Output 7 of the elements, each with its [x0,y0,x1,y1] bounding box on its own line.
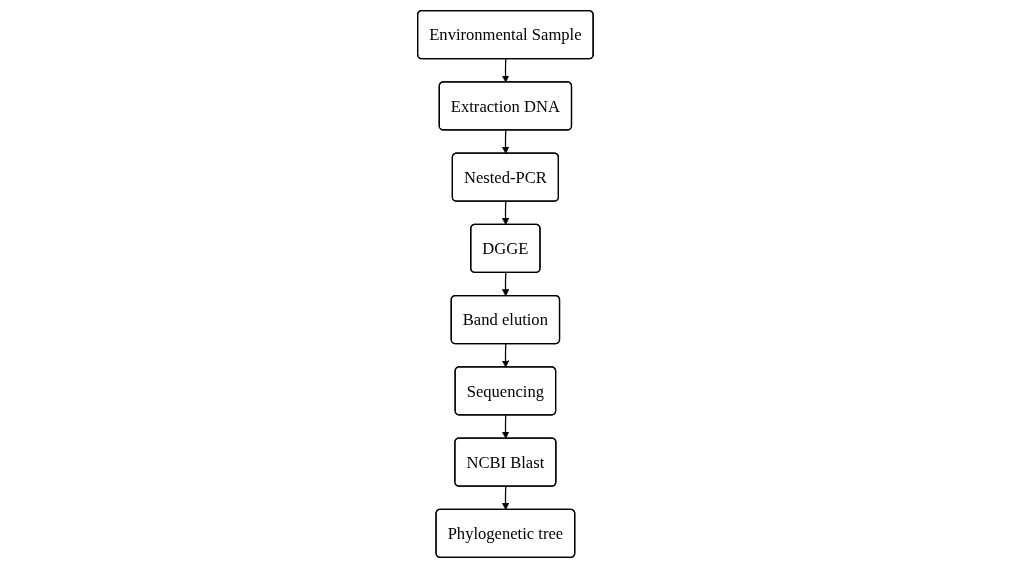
arrow [501,343,509,368]
arrow [501,200,509,226]
arrow [501,129,509,154]
arrow [501,485,509,511]
arrow [501,272,509,297]
arrow [501,58,509,83]
arrow [501,414,509,439]
